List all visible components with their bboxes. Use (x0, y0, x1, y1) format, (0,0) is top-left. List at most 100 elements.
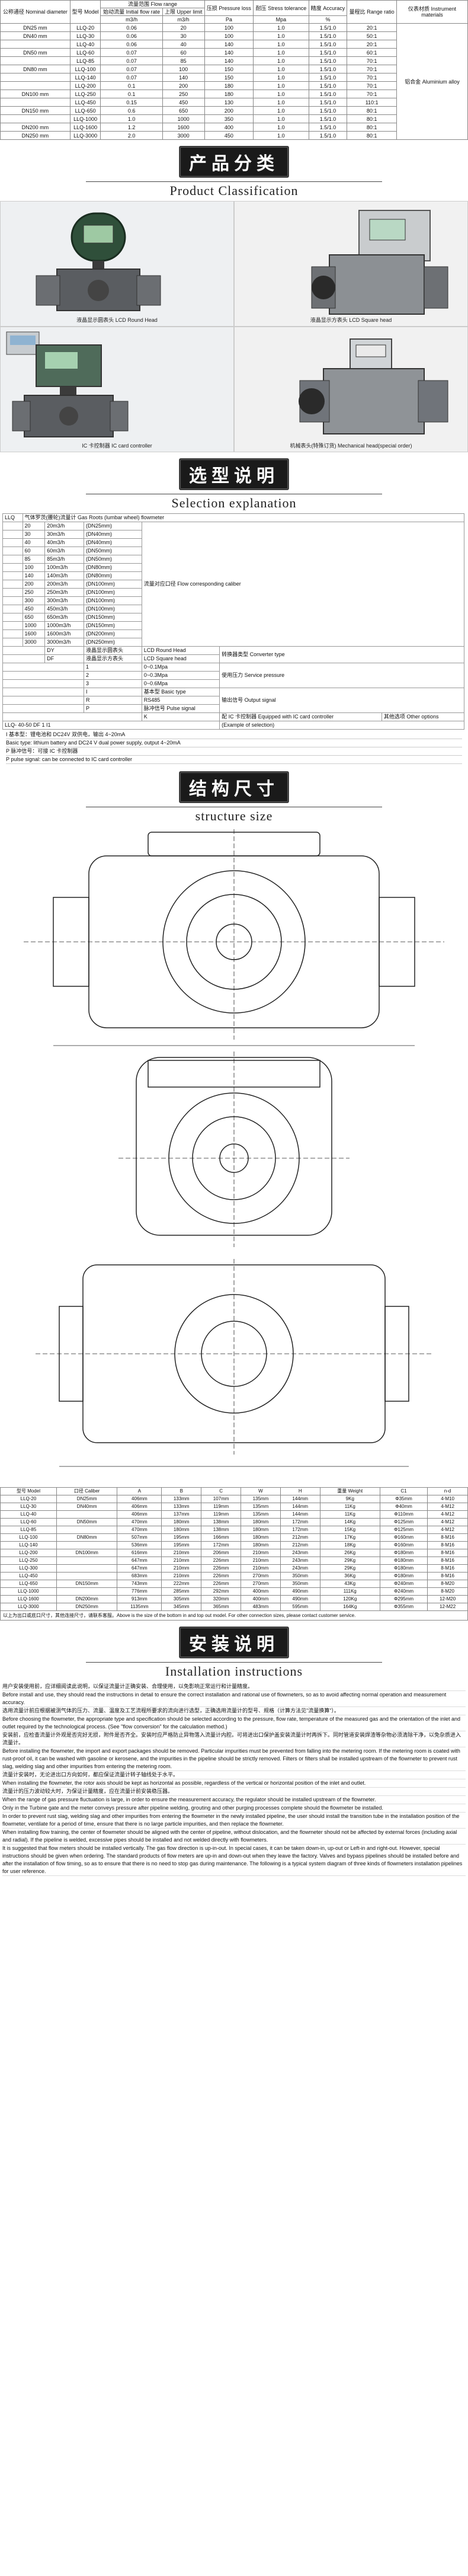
dimension-cell: LLQ-1600 (0, 1595, 57, 1603)
dimension-cell: 14Kg (319, 1518, 380, 1526)
installation-paragraph: 选用流量计前应根据被测气体的压力、流量、温度及工艺流程所要求的流向进行选型，正确… (2, 1707, 466, 1715)
selection-indent (2, 605, 23, 613)
dimension-cell: 595mm (280, 1603, 320, 1611)
dimension-cell: DN25mm (56, 1495, 118, 1503)
selection-indent (2, 671, 84, 680)
selection-pressure-code: 1 (83, 663, 142, 672)
dimension-cell: 120Kg (319, 1595, 380, 1603)
round-head-meter-illustration (1, 202, 233, 326)
spec-cell: 1.0 (253, 114, 309, 123)
spec-cell: 70:1 (347, 73, 397, 82)
dimension-cell: 133mm (161, 1503, 202, 1511)
selection-pressure-value: 0~0.3Mpa (141, 671, 220, 680)
selection-other-code: K (141, 712, 220, 721)
dimension-cell: 164Kg (319, 1603, 380, 1611)
selection-flow-value: 250m3/h (44, 588, 84, 597)
spec-cell: 0.07 (100, 73, 163, 82)
installation-paragraph: Only in the Turbine gate and the meter c… (2, 1804, 466, 1813)
spec-cell: 1.0 (253, 48, 309, 57)
selection-flow-dn: (DN40mm) (83, 530, 142, 539)
spec-cell: LLQ-100 (69, 65, 101, 73)
dimension-header: 口径 Caliber (56, 1487, 118, 1495)
selection-flow-value: 140m3/h (44, 571, 84, 580)
dimension-cell: 206mm (201, 1549, 242, 1557)
dimension-cell: 4-M12 (427, 1526, 468, 1534)
dimension-cell: 12-M20 (427, 1595, 468, 1603)
dimension-cell: 683mm (117, 1572, 162, 1580)
spec-cell: 140 (204, 56, 254, 65)
selection-converter-cn: 液晶显示方表头 (83, 654, 142, 663)
dimension-cell: LLQ-100 (0, 1533, 57, 1542)
dimension-cell: 210mm (241, 1549, 281, 1557)
spec-cell: DN250 mm (0, 131, 70, 140)
dimension-cell: 4-M10 (427, 1495, 468, 1503)
photo-ic-card-controller: IC 卡控制器 IC card controller (0, 327, 234, 452)
photo-lcd-square-head: 液晶显示方表头 LCD Square head (234, 201, 468, 327)
dimension-cell: 743mm (117, 1580, 162, 1588)
caption-mechanical-head: 机械表头(特殊订货) Mechanical head(special order… (290, 443, 412, 449)
dimension-cell (56, 1572, 118, 1580)
spec-cell: 2.0 (100, 131, 163, 140)
selection-flow-dn: (DN100mm) (83, 605, 142, 613)
spec-cell: DN80 mm (0, 65, 70, 73)
spec-cell: 100 (162, 65, 205, 73)
dimension-cell: LLQ-1000 (0, 1587, 57, 1596)
dimension-cell: 180mm (241, 1518, 281, 1526)
dimension-cell: 135mm (241, 1495, 281, 1503)
spec-cell: 1.5/1.0 (308, 131, 348, 140)
dimension-cell: 913mm (117, 1595, 162, 1603)
dimension-cell: 172mm (280, 1526, 320, 1534)
dimension-cell: 8-M16 (427, 1541, 468, 1549)
selection-other-desc: 配 IC 卡控制器 Equipped with IC card controll… (219, 712, 382, 721)
dimension-cell: 111Kg (319, 1587, 380, 1596)
spec-cell: 350 (204, 114, 254, 123)
top-view-drawing (36, 1259, 432, 1467)
selection-flow-value: 100m3/h (44, 563, 84, 572)
spec-header-upper-limit: 上限 Upper limit (162, 8, 205, 16)
installation-paragraph: Before install and use, they should read… (2, 1691, 466, 1707)
spec-cell: 40 (162, 40, 205, 49)
dimension-cell: 138mm (201, 1518, 242, 1526)
dimension-cell: 43Kg (319, 1580, 380, 1588)
dimension-cell: 195mm (161, 1541, 202, 1549)
dimension-cell: 180mm (161, 1518, 202, 1526)
classification-title-en: Product Classification (86, 181, 382, 199)
selection-flow-dn: (DN150mm) (83, 621, 142, 630)
dimension-cell: 365mm (201, 1603, 242, 1611)
spec-cell: 0.1 (100, 90, 163, 98)
spec-header-flow-range: 流量范围 Flow range (100, 0, 205, 8)
dimension-cell: 11Kg (319, 1503, 380, 1511)
dimension-cell: DN250mm (56, 1603, 118, 1611)
selection-indent (2, 563, 23, 572)
selection-flow-code: 100 (22, 563, 46, 572)
dimension-cell: 8-M20 (427, 1580, 468, 1588)
spec-cell: 1.5/1.0 (308, 73, 348, 82)
photo-mechanical-head: 机械表头(特殊订货) Mechanical head(special order… (234, 327, 468, 452)
selection-flow-value: 300m3/h (44, 596, 84, 605)
dimension-cell: 490mm (280, 1587, 320, 1596)
selection-pressure-note: 使用压力 Service pressure (219, 663, 464, 688)
dimension-cell: 226mm (201, 1572, 242, 1580)
selection-flow-dn: (DN150mm) (83, 613, 142, 622)
structure-title-en: structure size (86, 807, 382, 824)
dimension-cell: 406mm (117, 1503, 162, 1511)
spec-cell (0, 73, 70, 82)
dimension-cell: 135mm (241, 1503, 281, 1511)
spec-cell: 0.6 (100, 106, 163, 115)
dimension-cell: Φ160mm (379, 1533, 428, 1542)
dimension-cell: 406mm (117, 1510, 162, 1519)
selection-banner: 选型说明 Selection explanation (0, 456, 468, 513)
dimension-header: n-d (427, 1487, 468, 1495)
dimension-cell: 4-M12 (427, 1518, 468, 1526)
dimension-cell: 8-M16 (427, 1557, 468, 1565)
dimension-cell: Φ125mm (379, 1526, 428, 1534)
spec-cell: 20:1 (347, 40, 397, 49)
dimension-cell: 406mm (117, 1495, 162, 1503)
selection-flow-value: 60m3/h (44, 546, 84, 555)
spec-cell: 0.06 (100, 31, 163, 40)
dimension-cell: 144mm (280, 1495, 320, 1503)
